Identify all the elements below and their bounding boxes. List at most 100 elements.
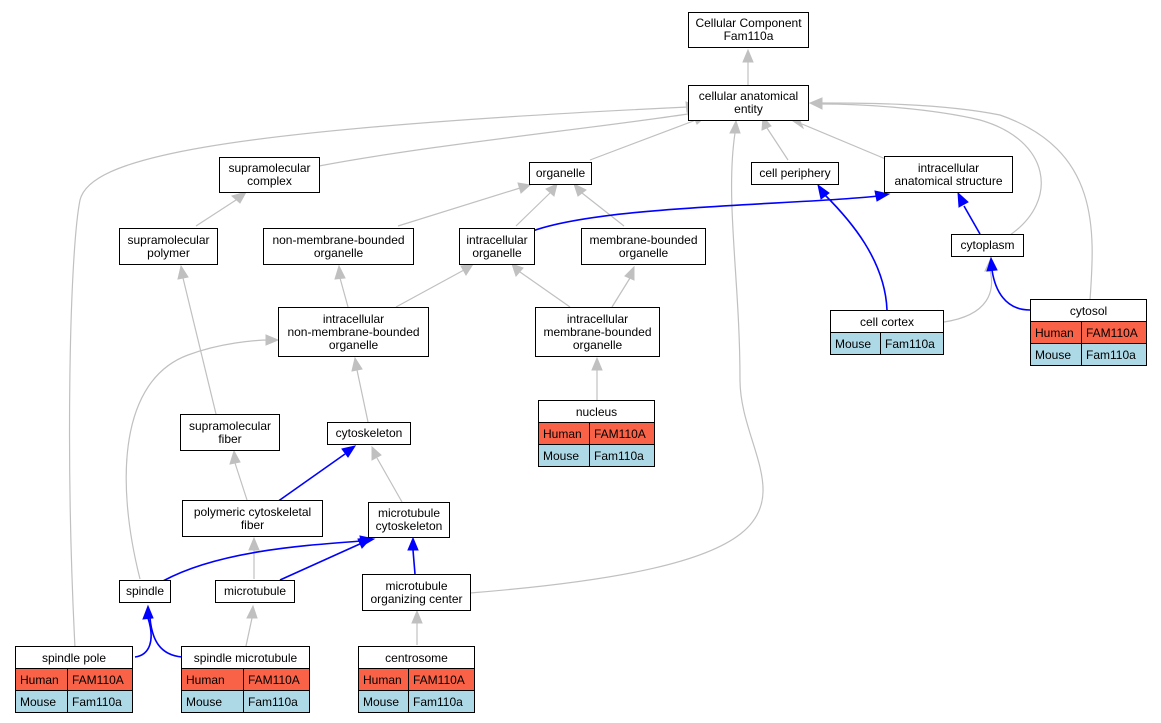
edge-cytosol-to-cytoplasm bbox=[991, 269, 1031, 311]
gene-mouse: Fam110a bbox=[409, 691, 474, 712]
node-cellular-component-root[interactable]: Cellular Component Fam110a bbox=[688, 12, 809, 48]
species-human-label: Human bbox=[539, 423, 589, 444]
node-cytosol[interactable]: cytosol Human FAM110A Mouse Fam110a bbox=[1030, 299, 1147, 366]
edge-intramem-to-intraorg bbox=[519, 271, 571, 308]
arrow-intraorg-from-intranonmem bbox=[460, 263, 475, 276]
node-intracellular-anatomical-structure[interactable]: intracellular anatomical structure bbox=[884, 156, 1013, 193]
edge-spindle-to-mtcyto bbox=[162, 540, 363, 582]
arrow-organelle-from-intraorg bbox=[545, 183, 558, 197]
species-mouse-label: Mouse bbox=[182, 691, 243, 712]
edge-mtcyto-to-cytoskeleton bbox=[376, 457, 403, 503]
node-non-membrane-bounded-organelle[interactable]: non-membrane-bounded organelle bbox=[263, 228, 414, 265]
node-supramolecular-complex[interactable]: supramolecular complex bbox=[219, 157, 320, 193]
edge-polyfiber-to-cytoskeleton bbox=[276, 453, 346, 503]
node-label: polymer bbox=[147, 245, 190, 260]
node-label: cellular anatomical bbox=[698, 89, 799, 103]
node-label: organelle bbox=[535, 166, 586, 180]
node-label: Fam110a bbox=[723, 29, 774, 43]
node-label: organelle bbox=[328, 337, 379, 352]
node-supramolecular-fiber[interactable]: supramolecular fiber bbox=[180, 414, 280, 451]
node-cytoskeleton[interactable]: cytoskeleton bbox=[327, 422, 411, 445]
node-label: cytoskeleton bbox=[375, 519, 443, 533]
gene-mouse: Fam110a bbox=[68, 691, 132, 712]
node-spindle[interactable]: spindle bbox=[119, 580, 171, 603]
node-label: organelle bbox=[472, 245, 522, 260]
species-mouse-label: Mouse bbox=[831, 333, 880, 354]
node-label: supramolecular bbox=[188, 418, 272, 433]
node-label: supramolecular bbox=[228, 161, 311, 175]
edge-spindlepole-to-cae bbox=[68, 106, 689, 649]
table-title: centrosome bbox=[359, 647, 474, 668]
arrow-membound bbox=[624, 265, 635, 281]
node-cell-periphery[interactable]: cell periphery bbox=[751, 162, 839, 185]
arrow-intraorg-from-intramem bbox=[511, 263, 524, 277]
edge-spindlemt-to-spindle bbox=[149, 617, 183, 658]
node-label: complex bbox=[247, 174, 292, 188]
table-title: cytosol bbox=[1031, 300, 1146, 321]
edge-polyfiber-to-supfiber bbox=[234, 462, 248, 501]
edge-spindle-to-intranonmem bbox=[125, 339, 271, 580]
edge-intranonmem-to-intraorg bbox=[395, 269, 465, 308]
node-label: membrane-bounded bbox=[589, 232, 698, 247]
species-human-label: Human bbox=[182, 669, 243, 690]
node-spindle-microtubule[interactable]: spindle microtubule Human FAM110A Mouse … bbox=[181, 646, 310, 713]
node-label: entity bbox=[734, 102, 763, 116]
node-spindle-pole[interactable]: spindle pole Human FAM110A Mouse Fam110a bbox=[15, 646, 133, 713]
node-cytoplasm[interactable]: cytoplasm bbox=[951, 234, 1024, 257]
node-microtubule[interactable]: microtubule bbox=[215, 580, 295, 603]
table-title: spindle microtubule bbox=[182, 647, 309, 668]
arrow-cellperiph bbox=[817, 183, 830, 200]
arrow-supcomplex bbox=[230, 191, 248, 204]
gene-mouse: Fam110a bbox=[881, 333, 943, 354]
node-label: microtubule bbox=[223, 584, 287, 598]
edge-nonmem-to-organelle bbox=[397, 187, 521, 227]
arrow-intramem bbox=[591, 356, 603, 371]
node-cell-cortex[interactable]: cell cortex Mouse Fam110a bbox=[830, 310, 944, 355]
node-cellular-anatomical-entity[interactable]: cellular anatomical entity bbox=[688, 85, 809, 121]
node-label: spindle bbox=[125, 584, 165, 598]
node-nucleus[interactable]: nucleus Human FAM110A Mouse Fam110a bbox=[538, 400, 655, 467]
node-intracellular-non-membrane-bounded-organelle[interactable]: intracellular non-membrane-bounded organ… bbox=[278, 307, 429, 357]
gene-human: FAM110A bbox=[244, 669, 309, 690]
gene-mouse: Fam110a bbox=[244, 691, 309, 712]
arrow-spindle-from-pole bbox=[142, 604, 154, 620]
table-title: nucleus bbox=[539, 401, 654, 422]
arrow-intracellstruct-from-intraorg bbox=[874, 190, 891, 202]
node-label: Cellular Component bbox=[695, 16, 802, 30]
edge-spindlepole-to-spindle bbox=[134, 617, 152, 658]
edge-cytoplasm-to-intracellstruct bbox=[963, 205, 981, 235]
node-microtubule-organizing-center[interactable]: microtubule organizing center bbox=[362, 574, 471, 611]
edge-membound-to-organelle bbox=[581, 192, 625, 227]
arrow-mtcyto-from-mtoc bbox=[407, 536, 419, 551]
node-label: intracellular bbox=[566, 311, 629, 326]
species-human-label: Human bbox=[16, 669, 67, 690]
arrow-cytoskeleton bbox=[371, 445, 382, 461]
node-label: cell periphery bbox=[759, 166, 831, 180]
arrow-suppolymer bbox=[177, 264, 189, 280]
gene-human: FAM110A bbox=[68, 669, 132, 690]
species-mouse-label: Mouse bbox=[1031, 344, 1081, 365]
node-intracellular-organelle[interactable]: intracellular organelle bbox=[459, 228, 535, 265]
arrow-cae-from-right bbox=[808, 97, 823, 110]
node-polymeric-cytoskeletal-fiber[interactable]: polymeric cytoskeletal fiber bbox=[182, 500, 323, 537]
edge-mtoc-to-mtcyto bbox=[412, 549, 416, 575]
species-human-label: Human bbox=[359, 669, 408, 690]
node-label: non-membrane-bounded bbox=[287, 324, 420, 339]
node-label: organelle bbox=[572, 337, 623, 352]
node-label: cytoskeleton bbox=[335, 426, 403, 440]
node-label: organelle bbox=[313, 245, 364, 260]
node-organelle[interactable]: organelle bbox=[529, 162, 592, 185]
arrow-mtoc bbox=[411, 609, 423, 624]
node-label: organelle bbox=[618, 245, 669, 260]
node-supramolecular-polymer[interactable]: supramolecular polymer bbox=[119, 228, 218, 265]
node-microtubule-cytoskeleton[interactable]: microtubule cytoskeleton bbox=[368, 502, 450, 538]
node-intracellular-membrane-bounded-organelle[interactable]: intracellular membrane-bounded organelle bbox=[535, 307, 660, 357]
node-centrosome[interactable]: centrosome Human FAM110A Mouse Fam110a bbox=[358, 646, 475, 713]
edge-supcomplex-to-cae bbox=[318, 113, 689, 167]
node-membrane-bounded-organelle[interactable]: membrane-bounded organelle bbox=[581, 228, 706, 265]
node-label: microtubule bbox=[385, 578, 448, 593]
node-label: organizing center bbox=[370, 591, 463, 606]
edge-intramem-to-membound bbox=[611, 277, 631, 308]
